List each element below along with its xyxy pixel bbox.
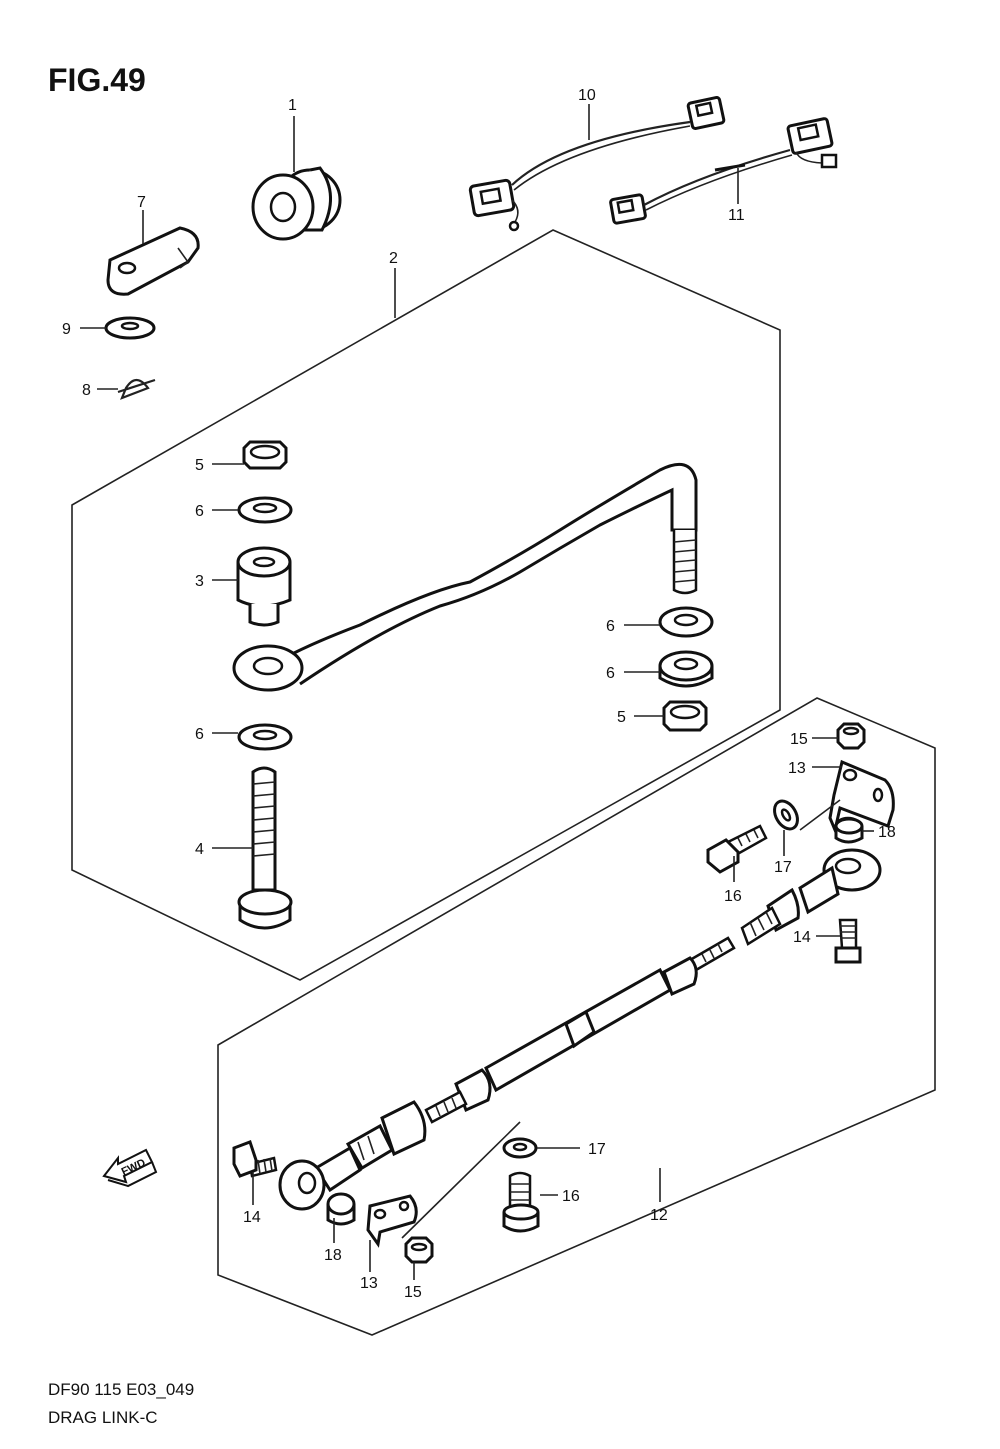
callout-7: 7 (137, 194, 146, 211)
part-6-washer-lower (237, 723, 293, 751)
callout-3: 3 (195, 573, 204, 590)
callout-14-right: 14 (793, 929, 811, 946)
callout-4: 4 (195, 841, 204, 858)
part-6-washer-upper (237, 496, 293, 524)
callout-9: 9 (62, 321, 71, 338)
callout-13-lower: 13 (360, 1275, 378, 1292)
callout-1: 1 (288, 97, 297, 114)
part-9-washer (104, 316, 156, 340)
part-5-nut-right (662, 700, 708, 732)
part-3-spacer (236, 546, 292, 627)
callout-18-upper: 18 (878, 824, 896, 841)
callout-numbers: 1 2 7 9 8 10 11 5 6 3 6 6 5 6 4 15 13 18… (62, 87, 896, 1301)
part-6-washer-right-a (658, 606, 714, 638)
assembly-frame-12 (217, 697, 936, 1336)
callout-16-upper: 16 (724, 888, 742, 905)
part-10-wire-harness (468, 96, 726, 232)
callout-11: 11 (728, 207, 745, 224)
part-16-bolt-lower (502, 1171, 540, 1233)
part-18-collar-upper (834, 817, 864, 844)
part-7-bracket (106, 226, 200, 296)
callout-14-left: 14 (243, 1209, 261, 1226)
part-5-nut-upper (242, 440, 288, 470)
tie-rod-assembly (278, 848, 882, 1211)
part-15-nut-lower (404, 1236, 434, 1264)
diagram-code: DF90 115 E03_049 (48, 1380, 195, 1399)
callout-16-lower: 16 (562, 1188, 580, 1205)
callout-5-right: 5 (617, 709, 626, 726)
part-1-grommet (251, 166, 342, 241)
callout-6-right-b: 6 (606, 665, 615, 682)
callout-18-lower: 18 (324, 1247, 342, 1264)
callout-8: 8 (82, 382, 91, 399)
callout-6-right-a: 6 (606, 618, 615, 635)
callout-6-upper: 6 (195, 503, 204, 520)
part-8-cotter-pin (117, 378, 156, 400)
callout-6-lower: 6 (195, 726, 204, 743)
part-17-washer-upper (773, 799, 799, 831)
callout-12: 12 (650, 1207, 668, 1224)
figure-title: FIG.49 (48, 62, 146, 98)
callout-15-lower: 15 (404, 1284, 422, 1301)
callout-17-upper: 17 (774, 859, 792, 876)
callout-10: 10 (578, 87, 596, 104)
part-11-wire-harness (609, 117, 838, 225)
part-15-nut-upper (836, 722, 866, 750)
part-14-bolt-left (232, 1140, 278, 1178)
part-18-collar-lower (326, 1192, 356, 1226)
callout-5-upper: 5 (195, 457, 204, 474)
part-6-washer-right-b (658, 650, 714, 688)
callout-15-upper: 15 (790, 731, 808, 748)
callout-17-lower: 17 (588, 1141, 606, 1158)
diagram-name: DRAG LINK-C (48, 1408, 158, 1427)
part-16-bolt-upper (706, 824, 768, 874)
part-14-bolt-right (834, 918, 862, 964)
leader-lines (80, 104, 874, 1280)
fwd-arrow-icon: FWD (102, 1148, 158, 1188)
callout-2: 2 (389, 250, 398, 267)
part-4-bolt (237, 766, 293, 930)
assembly-frame-2 (71, 229, 781, 981)
callout-13-upper: 13 (788, 760, 806, 777)
drag-link-rod (232, 462, 698, 692)
part-13-plate-lower (366, 1194, 418, 1248)
part-17-washer-lower (502, 1137, 538, 1159)
